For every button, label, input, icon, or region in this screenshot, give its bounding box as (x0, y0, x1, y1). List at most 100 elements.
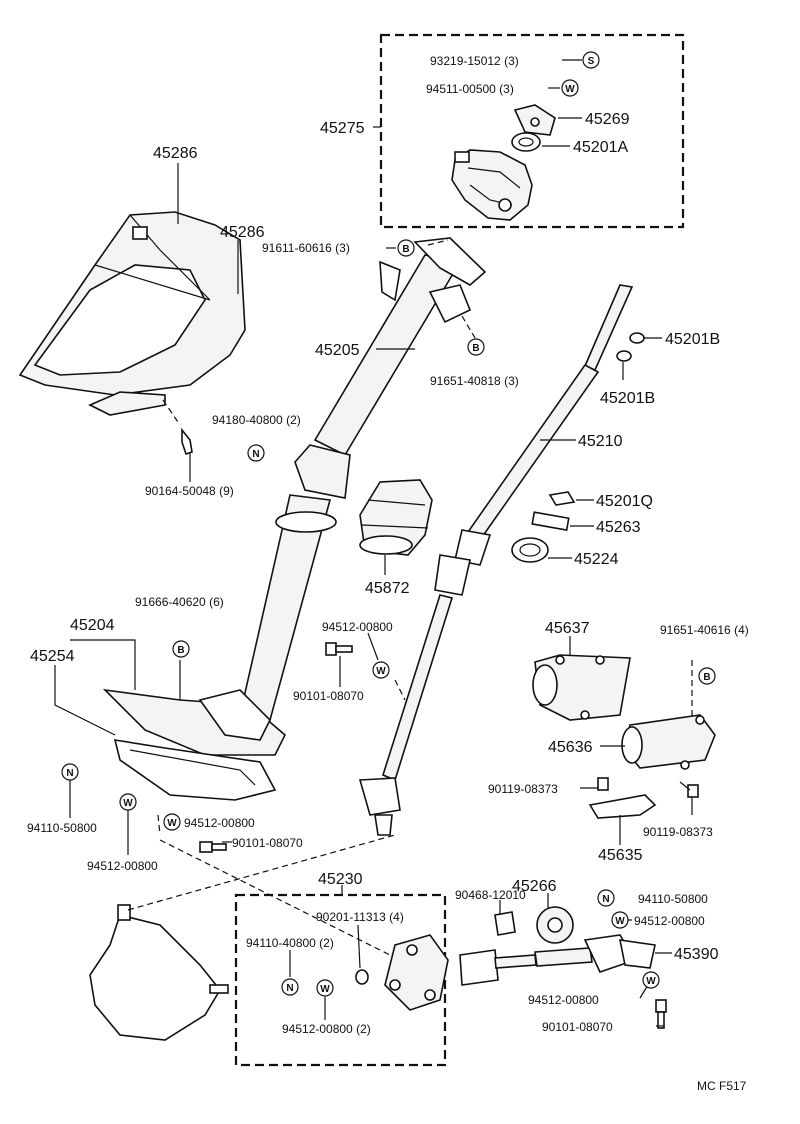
part-45269-bracket (513, 104, 556, 136)
label-45201Q: 45201Q (596, 493, 653, 510)
symbol-W-circle: W (119, 793, 137, 811)
part-90201-nut (355, 969, 369, 985)
part-45254-gasket (113, 739, 277, 801)
svg-text:N: N (252, 449, 259, 460)
svg-text:B: B (177, 645, 184, 656)
label-45205: 45205 (315, 342, 360, 359)
symbol-W-circle: W (163, 813, 181, 831)
label-94512-00800-b: 94512-00800 (87, 859, 158, 873)
svg-text:W: W (320, 984, 330, 995)
label-90119-08373-b: 90119-08373 (643, 825, 713, 839)
label-45201B-b: 45201B (600, 390, 655, 407)
label-90164-50048: 90164-50048 (9) (145, 484, 234, 498)
label-90201-11313: 90201-11313 (4) (316, 910, 404, 924)
footer-code: MC F517 (697, 1079, 747, 1093)
label-45275: 45275 (320, 120, 365, 137)
svg-text:N: N (602, 894, 609, 905)
label-45204: 45204 (70, 617, 115, 634)
symbol-W-circle: W (642, 971, 660, 989)
svg-text:W: W (167, 818, 177, 829)
part-90164-screw (181, 427, 193, 456)
svg-text:B: B (472, 343, 479, 354)
part-90101-bolt-b (199, 841, 227, 853)
part-45266-seal (536, 906, 574, 944)
label-45286-a: 45286 (153, 145, 198, 162)
label-45263: 45263 (596, 519, 641, 536)
label-90101-08070-b: 90101-08070 (232, 836, 303, 850)
assembly-45230-box (234, 893, 447, 1067)
label-91651-40818: 91651-40818 (3) (430, 374, 519, 388)
part-90119-bolt-b (679, 781, 699, 798)
symbol-B-circle: B (397, 239, 415, 257)
svg-text:W: W (565, 84, 575, 95)
label-45637: 45637 (545, 620, 590, 637)
label-45390: 45390 (674, 946, 719, 963)
part-45201B-clips (616, 332, 645, 362)
symbol-S-circle: S (582, 51, 600, 69)
label-94512-00800-c: 94512-00800 (184, 816, 255, 830)
svg-text:B: B (703, 672, 710, 683)
label-45210: 45210 (578, 433, 623, 450)
label-94512-00800-d: 94512-00800 (2) (282, 1022, 371, 1036)
label-91611-60616: 91611-60616 (3) (262, 241, 350, 255)
svg-text:B: B (402, 244, 409, 255)
part-45263 (531, 511, 570, 531)
assembly-45275-box (379, 33, 685, 229)
part-45205-column-tube (239, 237, 487, 721)
part-45201Q (548, 491, 576, 506)
symbol-N-circle: N (281, 978, 299, 996)
part-45635-bracket (588, 794, 657, 819)
symbol-W-circle: W (561, 79, 579, 97)
label-94110-50800-c: 94110-50800 (638, 892, 708, 906)
label-90101-08070-a: 90101-08070 (293, 689, 364, 703)
part-90468-clamp (494, 911, 516, 936)
label-45230: 45230 (318, 871, 363, 888)
part-45230-flexible-joint (384, 934, 449, 1011)
svg-text:W: W (123, 798, 133, 809)
label-90468-12010: 90468-12010 (455, 888, 526, 902)
label-91651-40616: 91651-40616 (4) (660, 623, 749, 637)
symbol-W-circle: W (372, 661, 390, 679)
label-90119-08373-a: 90119-08373 (488, 782, 558, 796)
svg-text:N: N (66, 768, 73, 779)
part-45201A-housing (451, 149, 533, 221)
part-45636-lower-cover (621, 714, 716, 770)
label-94511-00500: 94511-00500 (3) (426, 82, 514, 96)
symbol-N-circle: N (597, 889, 615, 907)
svg-text:W: W (376, 666, 386, 677)
part-45204-column-base (102, 688, 286, 756)
part-90101-bolt-c (655, 999, 667, 1029)
label-94512-00800-e: 94512-00800 (634, 914, 705, 928)
label-45635: 45635 (598, 847, 643, 864)
symbol-W-circle: W (316, 979, 334, 997)
label-93219-15012: 93219-15012 (3) (430, 54, 519, 68)
symbol-B-circle: B (467, 338, 485, 356)
part-45637-upper-cover (532, 654, 631, 721)
label-94110-40800: 94110-40800 (2) (246, 936, 334, 950)
part-45210-main-shaft (358, 284, 634, 836)
symbol-B-circle: B (698, 667, 716, 685)
svg-text:N: N (286, 983, 293, 994)
label-45636: 45636 (548, 739, 593, 756)
part-45390-intermediate-shaft (459, 934, 656, 986)
label-45254: 45254 (30, 648, 75, 665)
label-94110-50800-a: 94110-50800 (27, 821, 97, 835)
svg-text:W: W (646, 976, 656, 987)
symbol-N-circle: N (61, 763, 79, 781)
symbol-W-circle: W (611, 911, 629, 929)
label-90101-08070-c: 90101-08070 (542, 1020, 613, 1034)
part-45224-bearing (511, 537, 549, 563)
symbol-B-circle: B (172, 640, 190, 658)
label-45269: 45269 (585, 111, 630, 128)
symbol-N-circle: N (247, 444, 265, 462)
label-91666-40620: 91666-40620 (6) (135, 595, 224, 609)
svg-text:W: W (615, 916, 625, 927)
label-45201B-a: 45201B (665, 331, 720, 348)
label-94512-00800-f: 94512-00800 (528, 993, 599, 1007)
part-90119-bolt-a (597, 777, 609, 791)
label-94180-40800: 94180-40800 (2) (212, 413, 301, 427)
part-45286-column-cover (18, 211, 246, 416)
part-45872-boot (359, 479, 433, 556)
part-90101-bolt-a (325, 642, 353, 656)
